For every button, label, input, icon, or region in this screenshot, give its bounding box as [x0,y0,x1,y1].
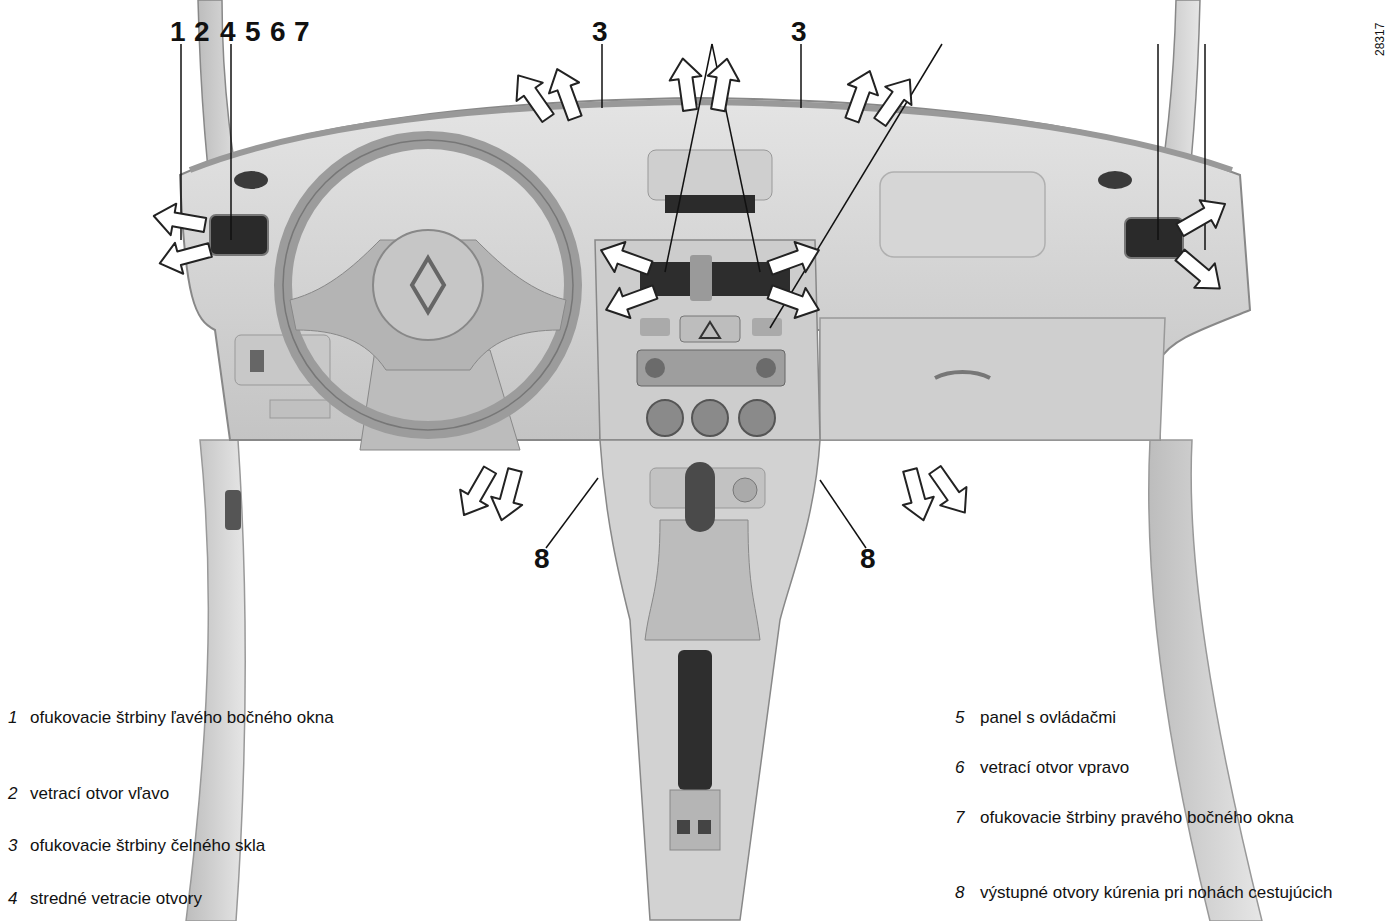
legend-number: 5 [955,707,964,728]
legend-text: vetrací otvor vpravo [980,757,1380,778]
airbag-hub [373,230,483,340]
fuse-cover [270,400,330,418]
air-flow-arrows [151,56,1233,524]
legend-text: ofukovacie štrbiny čelného skla [30,835,395,856]
legend-number: 7 [955,807,964,828]
callout-number: 8 [860,545,876,573]
logo [412,258,444,312]
switch [752,318,782,336]
glove-box [820,318,1165,440]
legend-text: ofukovacie štrbiny ľavého bočného okna [30,707,395,728]
legend-number: 6 [955,757,964,778]
steering-wheel-edge [283,140,573,430]
callout-number: 8 [534,545,550,573]
cup-holder [733,478,757,502]
dashboard [180,98,1250,440]
switch [640,318,670,336]
legend-number: 3 [8,835,17,856]
control-knob [692,400,728,436]
steering-wheel [283,140,573,430]
legend-number: 1 [8,707,17,728]
legend-text: výstupné otvory kúrenia pri nohách cestu… [980,882,1393,903]
gear-knob [685,462,715,532]
control-knob [739,400,775,436]
window-switch [698,820,711,834]
switch [250,350,264,372]
bonnet-release [225,490,241,530]
speaker [234,171,268,189]
callout-number: 3 [791,18,807,46]
side-vent [1125,218,1183,258]
center-console [600,440,820,920]
vent-divider [690,255,712,301]
legend-text: ofukovacie štrbiny pravého bočného okna [980,807,1352,828]
legend-number: 4 [8,888,17,909]
gear-boot [645,520,760,640]
callout-number: 7 [294,18,310,46]
handbrake [678,650,712,790]
airbag-panel [880,172,1045,257]
legend-number: 2 [8,783,17,804]
callout-number: 2 [194,18,210,46]
display-housing [648,150,772,200]
door-pillar [1149,440,1262,921]
callout-number: 5 [245,18,261,46]
hazard-button-panel [680,316,740,342]
callout-number: 3 [592,18,608,46]
glove-box-handle [935,372,990,378]
handbrake-base [670,790,720,850]
legend-text: panel s ovládačmi [980,707,1380,728]
leader-lines [181,44,1205,548]
figure-code: 28317 [1373,23,1388,56]
center-vents [640,262,790,296]
speaker [1098,171,1132,189]
radio-knob [756,358,776,378]
radio [637,350,785,386]
legend-text: vetrací otvor vľavo [30,783,395,804]
radio-knob [645,358,665,378]
callout-number: 4 [220,18,236,46]
legend-text: stredné vetracie otvory [30,888,395,909]
side-vent [210,215,268,255]
hazard-symbol [700,322,720,338]
window-switch [677,820,690,834]
callout-number: 6 [270,18,286,46]
callout-number: 1 [170,18,186,46]
legend-number: 8 [955,882,964,903]
control-knob [647,400,683,436]
